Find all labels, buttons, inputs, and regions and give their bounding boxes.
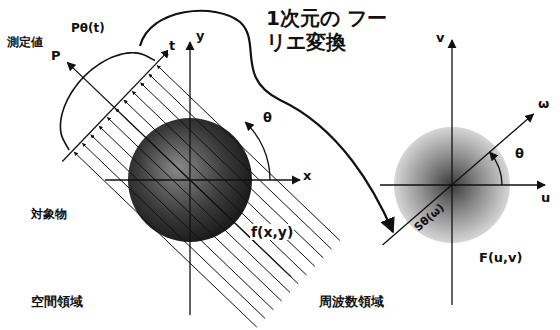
ray-line	[91, 135, 274, 310]
projection-profile	[60, 53, 155, 150]
ray-line	[74, 152, 257, 327]
ray-line	[157, 65, 340, 240]
angle-label: θ	[514, 146, 525, 162]
angle-arc	[245, 122, 270, 180]
omega-axis	[383, 114, 534, 245]
spectrum-label: F(u,v)	[478, 250, 523, 266]
x-axis	[105, 179, 300, 180]
measurement-label: 測定値	[6, 34, 44, 50]
angle-label: θ	[262, 110, 273, 126]
axis-label: v	[435, 30, 445, 46]
axis-label: ω	[537, 96, 550, 112]
y-axis	[189, 42, 190, 315]
ray-line	[149, 74, 332, 249]
projection-rays	[60, 50, 339, 328]
axis-label: P	[50, 48, 62, 64]
v-axis	[451, 40, 452, 305]
angle-arc	[490, 152, 502, 185]
u-axis	[380, 184, 545, 185]
transform-title: 1次元の フーリエ変換	[265, 6, 397, 54]
ray-line	[132, 91, 315, 266]
axis-label: x	[302, 168, 312, 184]
ray-line	[99, 126, 282, 301]
ray-line	[107, 117, 290, 292]
axis-label: y	[195, 28, 205, 44]
ray-line	[116, 109, 299, 284]
object-label: 対象物	[30, 206, 68, 222]
domain-label: 周波数領域	[318, 294, 385, 310]
domain-label: 空間領域	[30, 294, 84, 310]
ray-line	[82, 143, 265, 318]
projection-label: Pθ(t)	[70, 20, 106, 36]
axis-label: t	[168, 38, 176, 54]
axis-label: u	[540, 190, 551, 206]
function-label: f(x,y)	[250, 224, 294, 240]
ray-line	[124, 100, 307, 275]
